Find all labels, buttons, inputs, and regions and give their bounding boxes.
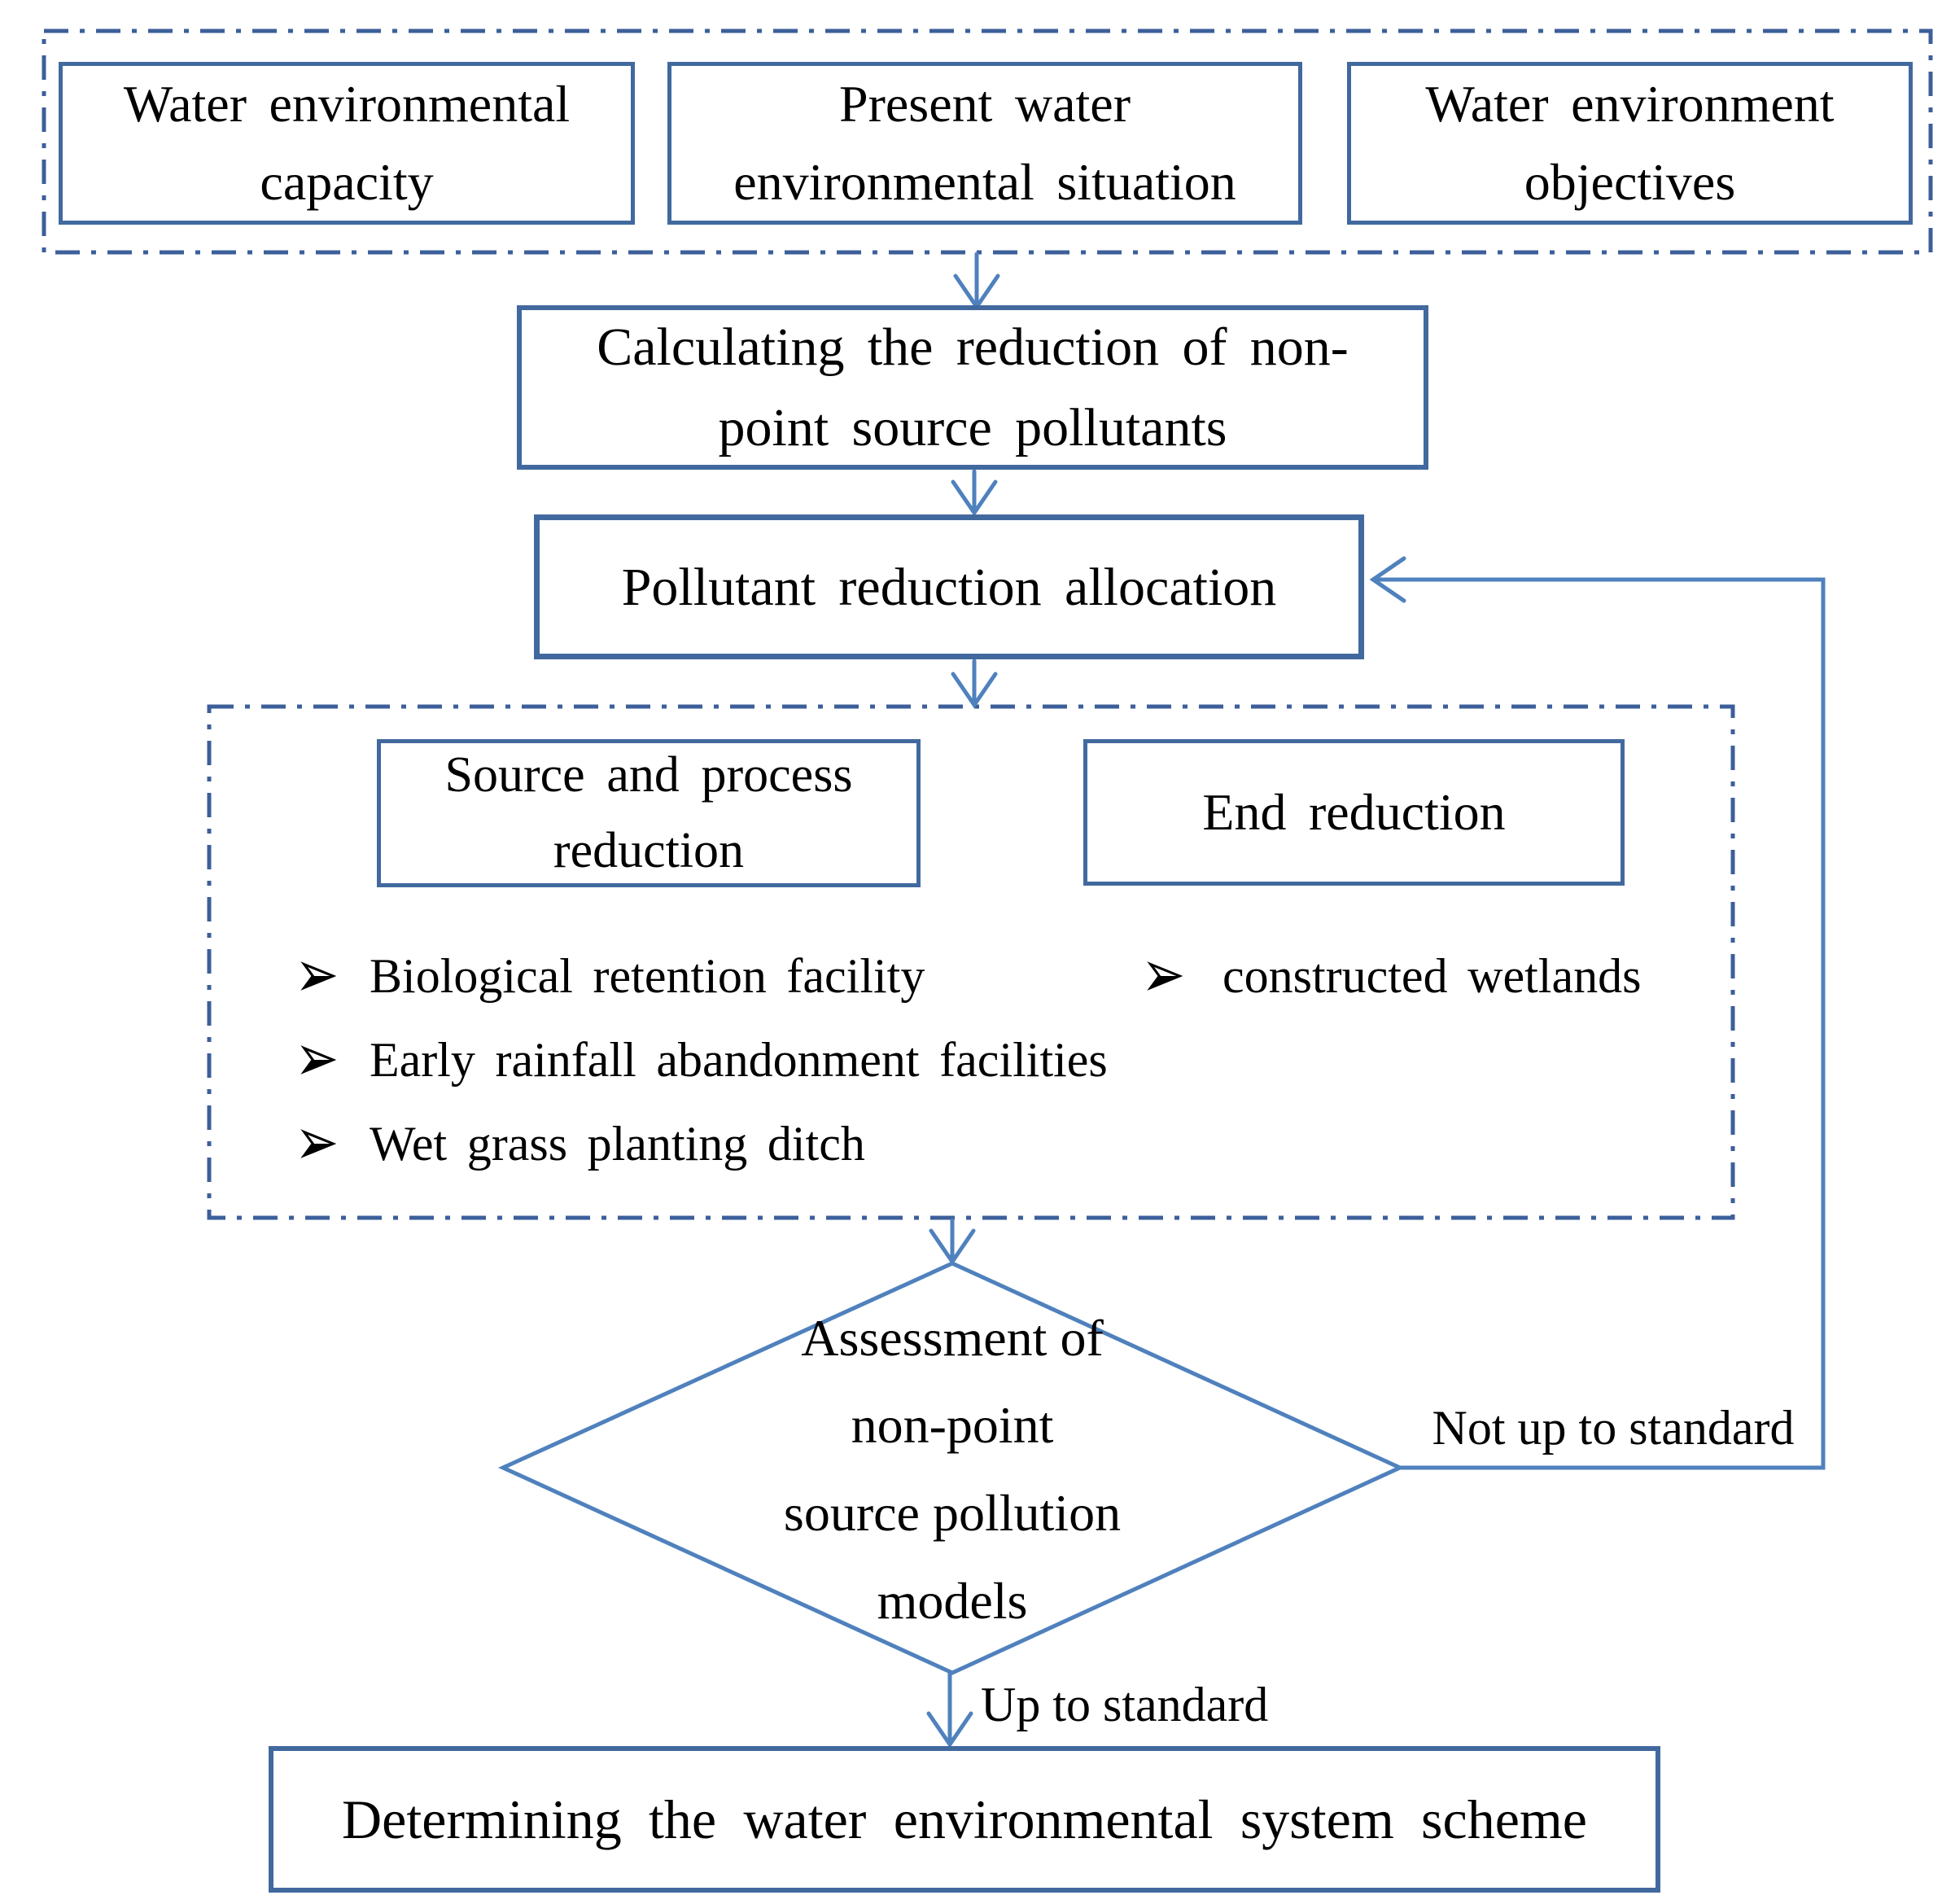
box-text-line: Present water <box>838 75 1131 133</box>
reduction-group-dashed-border <box>207 704 1735 1220</box>
box-text-line: capacity <box>260 153 434 211</box>
water-environmental-capacity-box: Water environmental capacity <box>59 62 635 225</box>
arrowhead-bullet-icon <box>300 961 337 991</box>
arrow-inputs-to-calculating <box>953 252 1000 311</box>
box-text-line: Water environment <box>1425 75 1835 133</box>
list-item-label: Early rainfall abandonment facilities <box>370 1032 1108 1087</box>
arrow-allocation-to-reduction-group <box>951 659 998 709</box>
determining-scheme-box: Determining the water environmental syst… <box>269 1746 1660 1893</box>
box-text-line: Source and process <box>444 747 853 803</box>
box-text-line: Pollutant reduction allocation <box>621 557 1277 617</box>
list-item-wet-grass-planting-ditch: Wet grass planting ditch <box>300 1110 865 1178</box>
list-item-biological-retention-facility: Biological retention facility <box>300 942 925 1010</box>
box-text-line: environmental situation <box>733 153 1236 211</box>
list-item-early-rainfall-abandonment: Early rainfall abandonment facilities <box>300 1026 1108 1094</box>
arrow-calculating-to-allocation <box>951 469 998 517</box>
pollutant-reduction-allocation-box: Pollutant reduction allocation <box>534 514 1364 659</box>
end-reduction-box: End reduction <box>1083 739 1625 886</box>
source-and-process-reduction-box: Source and process reduction <box>377 739 921 887</box>
up-to-standard-label: Up to standard <box>981 1678 1269 1731</box>
box-text-line: objectives <box>1524 153 1736 211</box>
feedback-line-not-up-to-standard <box>1369 556 1826 1470</box>
inputs-group-dashed-border <box>42 28 1933 255</box>
water-environment-objectives-box: Water environment objectives <box>1347 62 1913 225</box>
arrowhead-bullet-icon <box>300 1129 337 1158</box>
arrow-reduction-group-to-decision <box>929 1218 976 1266</box>
arrow-decision-to-final <box>926 1670 973 1749</box>
calculating-reduction-box: Calculating the reduction of non- point … <box>517 305 1428 470</box>
not-up-to-standard-label: Not up to standard <box>1432 1401 1795 1455</box>
list-item-constructed-wetlands: constructed wetlands <box>1146 942 1641 1010</box>
box-text-line: reduction <box>553 823 745 878</box>
box-text-line: Calculating the reduction of non- <box>597 317 1349 377</box>
list-item-label: Wet grass planting ditch <box>370 1116 865 1171</box>
box-text-line: Determining the water environmental syst… <box>342 1788 1587 1850</box>
box-text-line: Water environmental <box>123 75 571 133</box>
box-text-line: End reduction <box>1202 783 1506 841</box>
arrowhead-bullet-icon <box>1147 961 1183 991</box>
list-item-label: constructed wetlands <box>1222 948 1642 1003</box>
arrowhead-bullet-icon <box>300 1045 337 1075</box>
decision-diamond-shape <box>497 1261 1406 1675</box>
list-item-label: Biological retention facility <box>370 948 925 1003</box>
present-water-environmental-situation-box: Present water environmental situation <box>667 62 1302 225</box>
box-text-line: point source pollutants <box>718 398 1227 457</box>
